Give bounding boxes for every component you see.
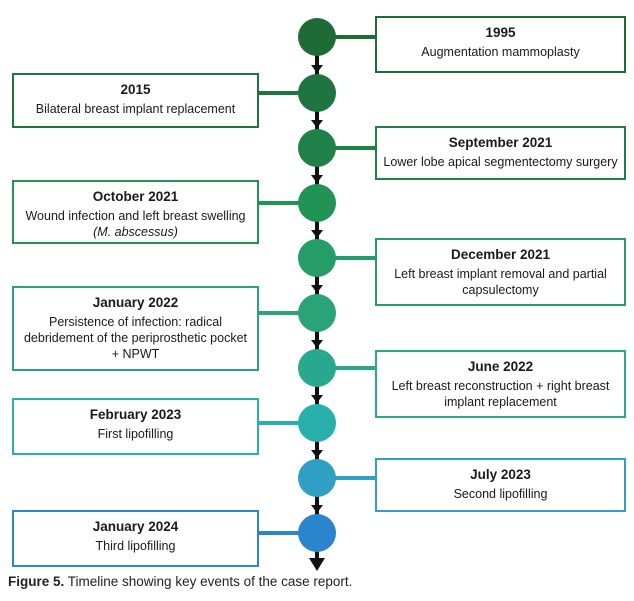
timeline-node-jul-2023 [298,459,336,497]
event-box-jan-2022: January 2022 Persistence of infection: r… [12,286,259,371]
timeline-node-dec-2021 [298,239,336,277]
event-date: June 2022 [467,359,534,374]
event-box-jul-2023: July 2023 Second lipofilling [375,458,626,512]
figure-caption-text: Timeline showing key events of the case … [64,574,353,589]
connector-oct-2021 [257,201,300,205]
segment-arrow-icon [311,450,323,458]
connector-1995 [334,35,376,39]
connector-sep-2021 [334,146,376,150]
event-date: July 2023 [470,467,531,482]
connector-jan-2022 [257,311,300,315]
event-date: 2015 [120,82,151,97]
timeline-node-jan-2022 [298,294,336,332]
event-date: October 2021 [92,189,179,204]
event-description: Bilateral breast implant replacement [35,101,236,116]
event-date: 1995 [485,25,516,40]
event-date: December 2021 [450,247,551,262]
event-description: Wound infection and left breast swelling… [20,208,251,240]
event-date: February 2023 [89,407,182,422]
segment-arrow-icon [311,175,323,183]
event-description: Second lipofilling [453,486,548,501]
event-description: Left breast implant removal and partial … [394,266,607,297]
event-date: September 2021 [448,135,553,150]
event-description: First lipofilling [97,426,174,441]
figure-caption-label: Figure 5. [8,574,65,589]
timeline-node-oct-2021 [298,184,336,222]
event-box-1995: 1995 Augmentation mammoplasty [375,16,626,73]
event-description: Augmentation mammoplasty [421,44,580,59]
event-box-jun-2022: June 2022 Left breast reconstruction + r… [375,350,626,418]
timeline-node-1995 [298,18,336,56]
connector-feb-2023 [257,421,300,425]
event-description: Third lipofilling [95,538,176,553]
event-box-dec-2021: December 2021 Left breast implant remova… [375,238,626,306]
event-box-jan-2024: January 2024 Third lipofilling [12,510,259,567]
event-box-feb-2023: February 2023 First lipofilling [12,398,259,455]
event-box-oct-2021: October 2021 Wound infection and left br… [12,180,259,244]
segment-arrow-icon [311,65,323,73]
event-description: Left breast reconstruction + right breas… [391,378,610,409]
connector-jun-2022 [334,366,376,370]
segment-arrow-icon [311,230,323,238]
event-date: January 2022 [92,295,179,310]
timeline-node-jan-2024 [298,514,336,552]
connector-jul-2023 [334,476,376,480]
timeline-end-arrow-icon [309,558,325,571]
segment-arrow-icon [311,395,323,403]
event-description: Lower lobe apical segmentectomy surgery [383,154,618,169]
connector-dec-2021 [334,256,376,260]
event-description-text: Wound infection and left breast swelling [25,208,246,223]
segment-arrow-icon [311,120,323,128]
event-box-2015: 2015 Bilateral breast implant replacemen… [12,73,259,128]
timeline-node-sep-2021 [298,129,336,167]
connector-jan-2024 [257,531,300,535]
event-date: January 2024 [92,519,179,534]
timeline-node-2015 [298,74,336,112]
event-description: Persistence of infection: radical debrid… [23,314,248,361]
connector-2015 [257,91,300,95]
timeline-node-feb-2023 [298,404,336,442]
timeline-node-jun-2022 [298,349,336,387]
segment-arrow-icon [311,340,323,348]
segment-arrow-icon [311,505,323,513]
figure-caption: Figure 5. Timeline showing key events of… [8,574,352,589]
event-box-sep-2021: September 2021 Lower lobe apical segment… [375,126,626,180]
segment-arrow-icon [311,285,323,293]
event-description-organism: (M. abscessus) [93,224,178,239]
